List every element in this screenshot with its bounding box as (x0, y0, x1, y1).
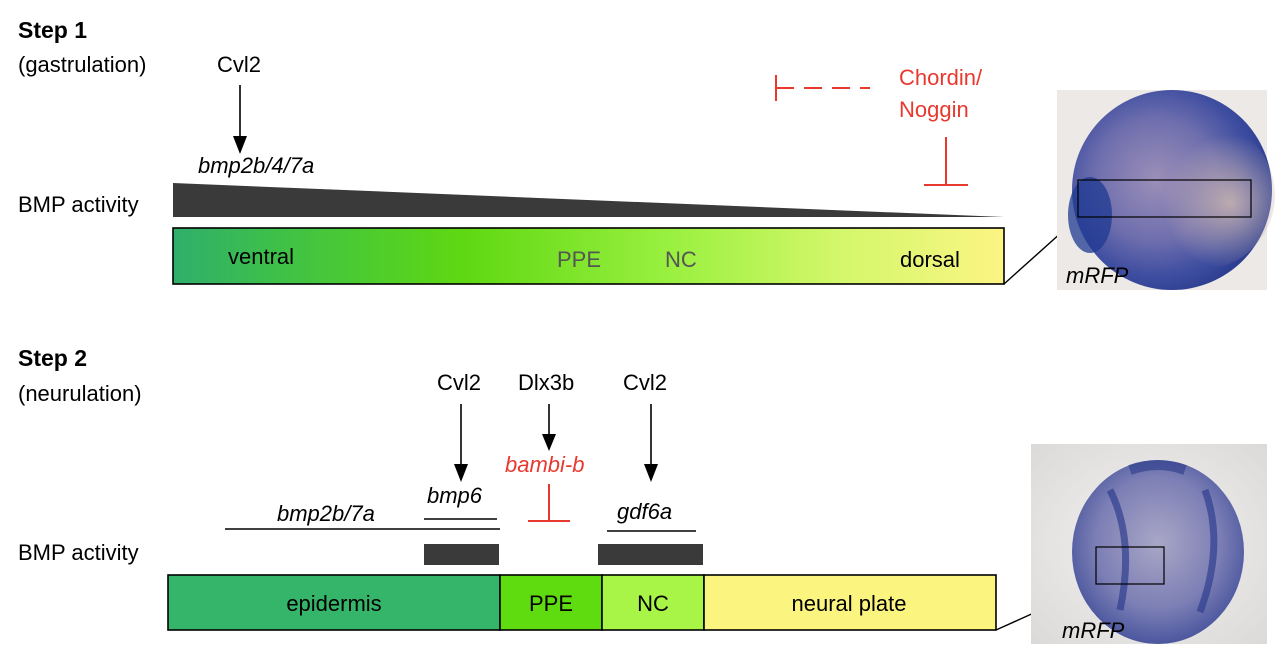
step2-regulator-left: Cvl2 (437, 370, 481, 395)
step2-zoom-box (1095, 546, 1165, 585)
step2-bmp-bar-epidermis-border (424, 544, 499, 565)
step2-embryo-image (1031, 444, 1267, 644)
step1-regulator: Cvl2 (217, 52, 261, 77)
step2-embryo-label: mRFP (1062, 618, 1125, 643)
step2-region-epidermis-box (167, 574, 501, 631)
step2-region-neural-plate-box (703, 574, 997, 631)
step1-embryo-image (1057, 90, 1275, 290)
step1-inhibitor-line2: Noggin (899, 97, 969, 122)
step2-bmp-bar-nc (598, 544, 703, 565)
step1-zoom-box (1077, 179, 1252, 218)
step2-region-epidermis: epidermis (286, 591, 381, 616)
step2-region-neural-plate: neural plate (792, 591, 907, 616)
step2-regulator-right: Cvl2 (623, 370, 667, 395)
step2-gene-bambi: bambi-b (505, 452, 584, 477)
step1-subtitle: (gastrulation) (18, 52, 146, 77)
step2-region-ppe-box (499, 574, 603, 631)
step2-arrow-right (644, 404, 658, 482)
step1-region-ppe: PPE (557, 247, 601, 272)
step2-gene-bmp6: bmp6 (427, 483, 483, 508)
step2-gene-gdf6a: gdf6a (617, 499, 672, 524)
step2-bmp-label: BMP activity (18, 540, 139, 565)
step2-region-nc: NC (637, 591, 669, 616)
step1-bmp-label: BMP activity (18, 192, 139, 217)
step1-regulator-arrow (233, 85, 247, 154)
step1-inhibitor-dashed (775, 75, 870, 101)
step2-region-ppe: PPE (529, 591, 573, 616)
step1-inhibitor-tbar (924, 137, 968, 186)
step1-tissue-bar (172, 227, 1005, 285)
step2-arrow-left (454, 404, 468, 482)
step1-gene: bmp2b/4/7a (198, 153, 314, 178)
step1-embryo-label: mRFP (1066, 263, 1129, 288)
step2-bambi-tbar (528, 484, 570, 522)
step2-arrow-mid (542, 404, 556, 451)
step1-region-nc: NC (665, 247, 697, 272)
step1-region-ventral: ventral (228, 244, 294, 269)
step2-regulator-mid: Dlx3b (518, 370, 574, 395)
step1-bmp-gradient-wedge (173, 183, 1004, 217)
step2-gene-bmp2b7a: bmp2b/7a (277, 501, 375, 526)
step1-inhibitor-line1: Chordin/ (899, 65, 983, 90)
step1-title: Step 1 (18, 17, 87, 43)
step2-region-nc-box (601, 574, 705, 631)
step2-subtitle: (neurulation) (18, 381, 142, 406)
step2-title: Step 2 (18, 345, 87, 371)
step1-region-dorsal: dorsal (900, 247, 960, 272)
step2-tissue-bar (167, 574, 997, 631)
